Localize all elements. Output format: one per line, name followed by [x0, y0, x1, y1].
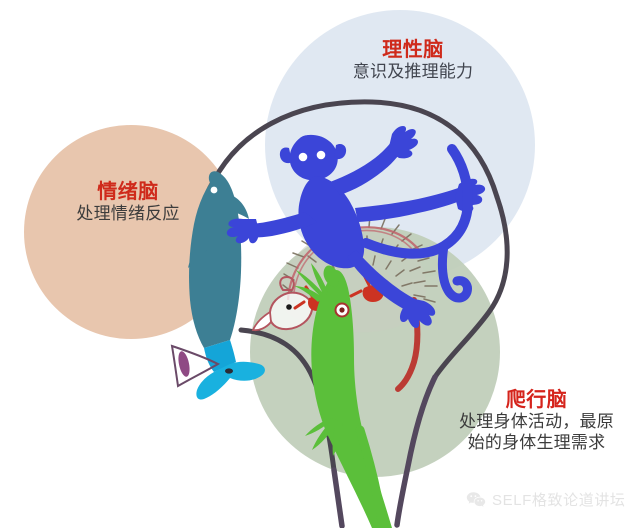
lizard-tail: [355, 425, 388, 528]
brain-outline-top-arc: [202, 99, 500, 203]
emotional-brain-subtitle-line-1: 处理情绪反应: [76, 204, 180, 224]
wechat-icon: [466, 491, 486, 507]
brain-outline-right-limb: [432, 194, 510, 380]
reptilian-brain-title: 爬行脑: [505, 389, 568, 411]
pituitary-outline: [170, 344, 221, 388]
emotional-brain-subtitle: 处理情绪反应: [38, 204, 218, 225]
reptilian-brain-subtitle-line-1: 处理身体活动，最原: [459, 412, 614, 432]
brain-outline-right-tail: [394, 374, 438, 528]
pituitary-dot: [225, 368, 233, 374]
watermark: SELF格致论道讲坛: [466, 489, 626, 510]
rational-brain-subtitle-line-1: 意识及推理能力: [352, 62, 474, 82]
reptilian-brain-subtitle-line-2: 始的身体生理需求: [467, 433, 606, 453]
dolphin-body: [188, 171, 249, 348]
monkey-tail: [361, 144, 474, 259]
monkey-eye-right: [316, 150, 326, 160]
dolphin-tail: [196, 340, 265, 400]
watermark-text: SELF格致论道讲坛: [492, 492, 626, 509]
monkey-body: [226, 126, 486, 328]
label-reptilian-brain: 爬行脑 处理身体活动，最原 始的身体生理需求: [434, 388, 639, 454]
monkey-eye-left: [298, 152, 308, 162]
label-emotional-brain: 情绪脑 处理情绪反应: [38, 180, 218, 225]
emotional-brain-title: 情绪脑: [97, 181, 159, 203]
pituitary-gland-icon: [178, 351, 190, 377]
rational-brain-subtitle: 意识及推理能力: [318, 62, 508, 83]
reptilian-brain-subtitle: 处理身体活动，最原 始的身体生理需求: [434, 412, 639, 453]
monkey-tail-curl: [437, 241, 472, 303]
circle-emotional: [24, 125, 238, 339]
brain-outline-left-tail: [331, 467, 345, 528]
rational-brain-title: 理性脑: [382, 39, 444, 61]
label-rational-brain: 理性脑 意识及推理能力: [318, 38, 508, 83]
lizard-eye: [334, 302, 350, 318]
dolphin-eye: [210, 186, 218, 194]
